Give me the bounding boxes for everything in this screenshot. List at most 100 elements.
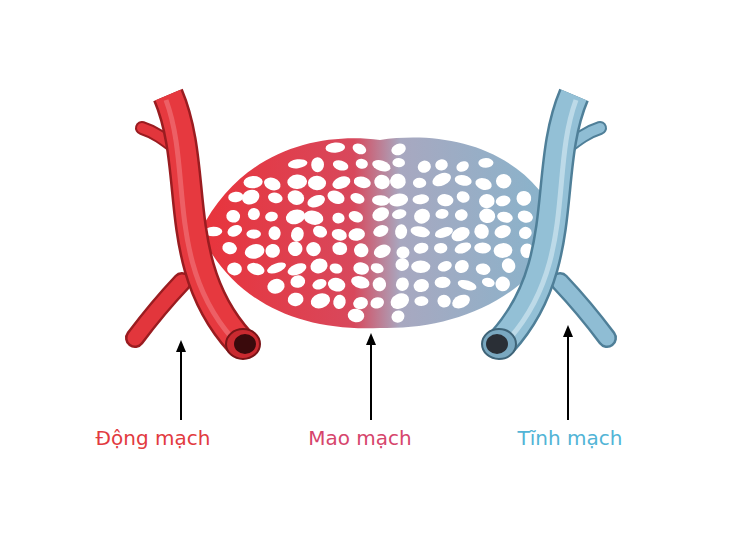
capillary-gap [325, 188, 346, 207]
capillary-gap [388, 290, 412, 312]
capillary-gap [456, 278, 477, 292]
artery [135, 95, 260, 359]
part-label: Tĩnh mạch [518, 426, 623, 450]
capillary-gap [267, 191, 284, 204]
capillary-gap [311, 157, 324, 172]
capillary-gap [287, 158, 308, 169]
capillary-gap [311, 277, 328, 291]
capillary-gap [290, 274, 306, 288]
capillary-gap [394, 224, 407, 240]
capillary-gap [246, 230, 261, 239]
capillary-gap [352, 295, 369, 310]
leader-arrowhead [366, 333, 376, 345]
leader-line [370, 338, 372, 420]
leader-arrowhead [176, 340, 186, 352]
capillary-gap [430, 170, 453, 189]
capillary-gap [304, 240, 323, 259]
capillary-gap [496, 210, 514, 224]
capillary-gap [416, 159, 433, 175]
capillary-gap [435, 208, 450, 220]
capillary-gap [493, 223, 513, 240]
capillary-gap [396, 246, 410, 258]
capillary-gap [371, 158, 392, 174]
capillary-gap [243, 175, 263, 189]
capillary-gap [515, 189, 533, 207]
capillary-gap [309, 291, 332, 311]
capillary-gap [221, 241, 238, 256]
capillary-gap [454, 174, 473, 188]
capillary-gap [450, 292, 472, 311]
capillary-gap [436, 259, 453, 273]
capillary-gap [327, 276, 347, 293]
capillary-gap [284, 207, 307, 226]
capillary-gap [455, 189, 471, 204]
capillary-gap [494, 275, 511, 293]
capillary-gap [246, 261, 267, 278]
capillary-gap [243, 242, 266, 261]
part-label: Mao mạch [308, 426, 412, 450]
capillary-gap [353, 175, 372, 190]
capillary-gap [389, 173, 407, 190]
capillary-gap [414, 296, 428, 306]
capillary-gap [287, 291, 305, 307]
capillary-gap [434, 243, 448, 254]
capillary-gap [391, 208, 407, 220]
capillary-gap [266, 260, 288, 275]
part-label: Động mạch [96, 426, 211, 450]
capillary-gap [479, 194, 495, 209]
capillary-gap [411, 260, 430, 273]
capillary-gap [308, 175, 327, 190]
capillary-gap [262, 175, 282, 192]
capillary-gap [369, 296, 385, 310]
capillary-gap [372, 195, 390, 207]
capillary-gap [306, 193, 327, 210]
capillary-gap [289, 226, 305, 244]
capillary-gap [500, 256, 518, 275]
capillary-gap [478, 158, 493, 168]
capillary-gap [413, 241, 430, 255]
capillary-gap [330, 227, 348, 242]
capillary-gap [332, 212, 345, 224]
vein [482, 95, 607, 359]
capillary-gap [496, 174, 512, 189]
capillary-gap [287, 174, 308, 190]
capillary-gap [481, 276, 496, 288]
capillary-gap [268, 226, 281, 241]
capillary-gap [347, 209, 365, 225]
capillary-gap [475, 263, 491, 276]
capillary-gap [286, 239, 305, 258]
capillary-gap [412, 278, 430, 294]
capillary-gap [266, 277, 287, 296]
capillary-gap [332, 294, 346, 310]
capillary-gap [353, 242, 370, 259]
capillary-gap [331, 174, 353, 191]
capillary-gap [286, 261, 308, 278]
capillary-gap [392, 158, 405, 168]
capillary-gap [453, 258, 471, 275]
capillary-gaps [204, 141, 554, 324]
capillary-gap [302, 209, 325, 227]
capillary-gap [434, 158, 449, 172]
capillary-gap [388, 192, 409, 207]
capillary-gap [412, 206, 432, 225]
capillary-gap [390, 142, 408, 158]
leader-line [180, 345, 182, 420]
capillary-gap [372, 276, 388, 292]
capillary-gap [370, 262, 385, 275]
leader-line [567, 330, 569, 420]
capillary-gap [228, 191, 244, 203]
capillary-gap [227, 262, 243, 276]
capillary-gap [493, 242, 513, 258]
capillary-gap [455, 159, 471, 174]
capillary-gap [348, 227, 366, 242]
leader-arrowhead [563, 325, 573, 337]
capillary-gap [434, 276, 450, 288]
capillary-gap [472, 222, 491, 242]
capillary-gap [347, 308, 365, 324]
capillary-gap [248, 208, 260, 220]
capillary-gap [394, 256, 411, 273]
capillary-gap [495, 194, 512, 207]
capillary-gap [372, 242, 393, 260]
capillary-gap [351, 141, 368, 156]
capillary-gap [264, 211, 278, 223]
